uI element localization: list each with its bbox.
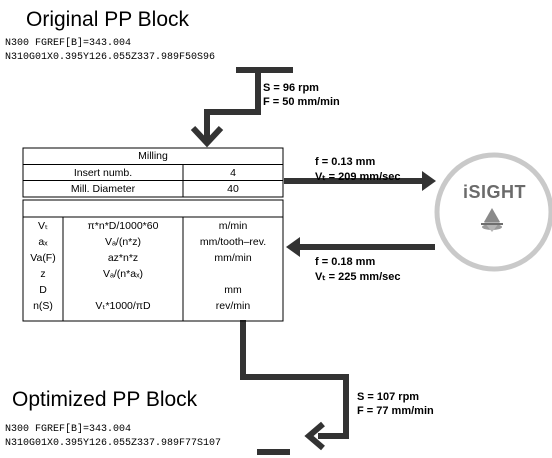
formula-row-sym: n(S) [33, 300, 53, 312]
to-isight-feed: f = 0.13 mm [315, 156, 376, 168]
mill-diameter-label: Mill. Diameter [70, 183, 136, 195]
formula-row-formula: Vₐ/(n*aₓ) [102, 268, 144, 280]
formula-row-unit: rev/min [215, 300, 251, 312]
input-spindle-speed: S = 96 rpm [263, 82, 319, 94]
formula-row-formula [63, 282, 183, 298]
arrow-to-table-head [190, 125, 224, 148]
formula-row-sym: D [39, 284, 47, 296]
formula-row-unit: m/min [218, 220, 248, 232]
formula-row-sym: aₓ [38, 236, 48, 248]
insert-count-value: 4 [230, 167, 236, 179]
optimized-code-line-1: N300 FGREF[B]=343.004 [5, 424, 132, 435]
isight-label: iSIGHT [463, 182, 527, 202]
formula-row-formula: Vₐ/(n*z) [105, 236, 141, 248]
optimized-code-line-2: N310G01X0.395Y126.055Z337.989F77S107 [5, 438, 222, 449]
mill-diameter-value: 40 [227, 183, 239, 195]
arrow-to-isight-head [422, 171, 436, 191]
formula-row-sym: z [40, 268, 46, 280]
arrow-to-optimized [240, 320, 349, 439]
from-isight-velocity: Vₜ = 225 mm/sec [315, 271, 401, 283]
input-feed-rate: F = 50 mm/min [263, 96, 340, 108]
isight-logo-icon [481, 208, 503, 232]
to-isight-velocity: Vₜ = 209 mm/sec [315, 171, 401, 183]
output-spindle-speed: S = 107 rpm [357, 391, 420, 403]
formula-row-unit: mm [224, 284, 242, 296]
milling-table-grid [22, 147, 284, 322]
original-code-line-1: N300 FGREF[B]=343.004 [5, 38, 132, 49]
original-block-title: Original PP Block [26, 8, 190, 31]
arrow-to-optimized-head [304, 421, 325, 451]
from-isight-feed: f = 0.18 mm [315, 256, 376, 268]
optimized-block-title: Optimized PP Block [12, 388, 198, 411]
formula-row-unit: mm/tooth–rev. [199, 236, 267, 248]
formula-row-sym: Vₜ [37, 220, 49, 232]
formula-row-sym: Va(F) [30, 252, 56, 264]
formula-row-formula: az*n*z [107, 252, 139, 264]
arrow-from-isight-head [286, 237, 300, 257]
formula-row-unit: mm/min [214, 252, 252, 264]
original-code-line-2: N310G01X0.395Y126.055Z337.989F50S96 [5, 52, 216, 63]
formula-row-formula: Vₜ*1000/πD [95, 300, 151, 312]
arrow-to-table [204, 70, 261, 143]
milling-table-header: Milling [138, 150, 168, 162]
insert-count-label: Insert numb. [73, 167, 133, 179]
formula-row-unit [183, 266, 283, 282]
output-feed-rate: F = 77 mm/min [357, 405, 434, 417]
formula-row-formula: π*n*D/1000*60 [87, 220, 159, 232]
